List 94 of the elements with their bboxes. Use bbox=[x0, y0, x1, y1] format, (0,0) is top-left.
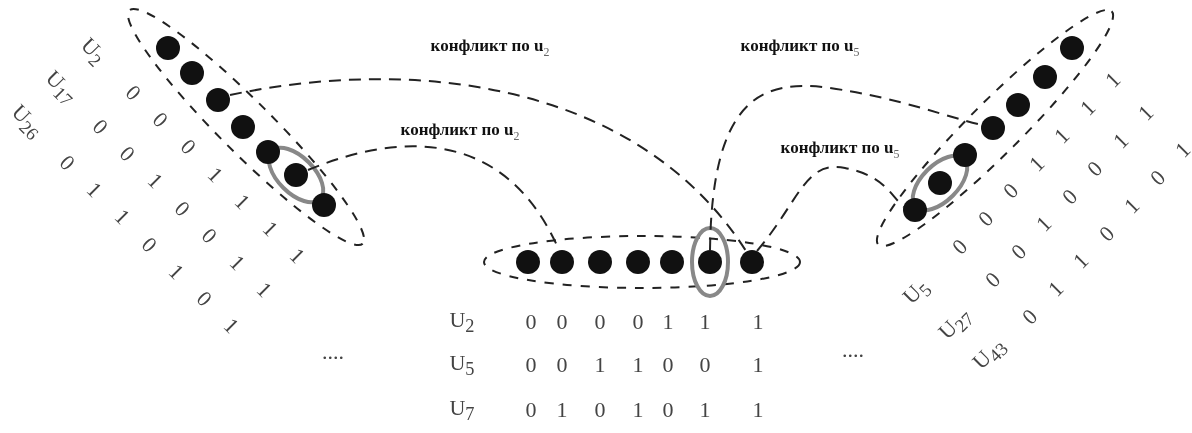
table-digit: 1 bbox=[594, 354, 606, 376]
table-digit: 1 bbox=[1134, 101, 1158, 125]
table-digit: 1 bbox=[164, 260, 188, 284]
table-digit: 1 bbox=[252, 278, 276, 302]
dot bbox=[284, 163, 308, 187]
ellipsis: .... bbox=[842, 339, 864, 361]
table-digit: 1 bbox=[1069, 249, 1093, 274]
dot bbox=[953, 143, 977, 167]
table-digit: 0 bbox=[1145, 166, 1170, 190]
table-digit: 1 bbox=[230, 190, 254, 214]
table-digit: 0 bbox=[525, 399, 537, 421]
dot bbox=[660, 250, 684, 274]
table-digit: 0 bbox=[137, 232, 161, 257]
dot bbox=[550, 250, 574, 274]
dot bbox=[180, 61, 204, 85]
table-digit: 1 bbox=[699, 399, 711, 421]
table-digit: 0 bbox=[525, 311, 537, 333]
table-digit: 0 bbox=[594, 311, 606, 333]
dot bbox=[1033, 65, 1057, 89]
table-digit: 0 bbox=[662, 399, 674, 421]
table-digit: 0 bbox=[973, 207, 998, 231]
dot bbox=[903, 198, 927, 222]
table-digit: 0 bbox=[55, 151, 79, 175]
table-digit: 1 bbox=[752, 399, 764, 421]
dot bbox=[516, 250, 540, 274]
dot bbox=[740, 250, 764, 274]
table-digit: 1 bbox=[1101, 68, 1125, 92]
table-digit: 0 bbox=[170, 196, 194, 221]
table-digit: 0 bbox=[175, 135, 200, 160]
dot bbox=[626, 250, 650, 274]
edge-label: конфликт по u$_{2}$ bbox=[428, 37, 552, 59]
table-digit: 1 bbox=[632, 399, 644, 421]
table-digit: 0 bbox=[594, 399, 606, 421]
table-digit: 0 bbox=[981, 268, 1005, 292]
table-digit: 1 bbox=[662, 311, 674, 333]
table-digit: 1 bbox=[1024, 151, 1049, 176]
table-digit: 0 bbox=[948, 235, 972, 259]
dot bbox=[312, 193, 336, 217]
table-digit: 0 bbox=[556, 311, 568, 333]
table-digit: 1 bbox=[224, 251, 249, 275]
dot bbox=[156, 36, 180, 60]
table-digit: 0 bbox=[1094, 221, 1119, 246]
table-digit: 0 bbox=[115, 142, 139, 166]
table-digit: 1 bbox=[1075, 96, 1100, 120]
table-digit: 1 bbox=[1050, 124, 1074, 148]
table-digit: 0 bbox=[191, 287, 216, 311]
table-digit: 0 bbox=[148, 108, 172, 132]
table-digit: 0 bbox=[1018, 305, 1042, 329]
table-digit: 1 bbox=[1108, 129, 1133, 153]
table-digit: 0 bbox=[525, 354, 537, 376]
table-digit: 0 bbox=[632, 311, 644, 333]
table-digit: 1 bbox=[556, 399, 568, 421]
table-digit: 1 bbox=[699, 311, 711, 333]
table-digit: 1 bbox=[142, 169, 167, 194]
dot bbox=[1006, 93, 1030, 117]
table-digit: 0 bbox=[1057, 184, 1082, 209]
dot bbox=[1060, 36, 1084, 60]
edge-label: конфликт по u$_{5}$ bbox=[738, 37, 862, 59]
table-digit: 0 bbox=[556, 354, 568, 376]
ellipsis: .... bbox=[322, 341, 344, 363]
table-digit: 1 bbox=[1032, 212, 1056, 237]
table-digit: 1 bbox=[285, 244, 309, 268]
dot bbox=[231, 115, 255, 139]
table-digit: 1 bbox=[1171, 138, 1192, 162]
table-digit: 0 bbox=[699, 354, 711, 376]
table-digit: 1 bbox=[82, 178, 106, 202]
dashed-connector bbox=[229, 78, 747, 252]
table-digit: 1 bbox=[257, 217, 282, 241]
table-digit: 1 bbox=[752, 311, 764, 333]
dot bbox=[588, 250, 612, 274]
row-header: U$_{5}$ bbox=[449, 351, 475, 379]
dot bbox=[256, 140, 280, 164]
table-digit: 0 bbox=[1083, 157, 1107, 181]
table-digit: 0 bbox=[662, 354, 674, 376]
table-digit: 1 bbox=[219, 314, 243, 338]
table-digit: 0 bbox=[1006, 240, 1031, 264]
table-digit: 1 bbox=[1043, 277, 1068, 301]
table-digit: 1 bbox=[632, 354, 644, 376]
dot bbox=[981, 116, 1005, 140]
edge-label: конфликт по u$_{2}$ bbox=[398, 121, 522, 143]
table-digit: 1 bbox=[1120, 194, 1144, 218]
table-digit: 0 bbox=[197, 224, 221, 248]
table-digit: 0 bbox=[999, 179, 1023, 204]
row-header: U$_{7}$ bbox=[449, 396, 475, 424]
table-digit: 1 bbox=[752, 354, 764, 376]
dot bbox=[928, 171, 952, 195]
table-digit: 1 bbox=[203, 162, 227, 187]
table-digit: 0 bbox=[88, 115, 112, 139]
table-digit: 1 bbox=[109, 205, 134, 230]
table-digit: 0 bbox=[121, 81, 145, 105]
row-header: U$_{2}$ bbox=[449, 308, 475, 336]
dot bbox=[206, 88, 230, 112]
edge-label: конфликт по u$_{5}$ bbox=[778, 139, 902, 161]
dot bbox=[698, 250, 722, 274]
